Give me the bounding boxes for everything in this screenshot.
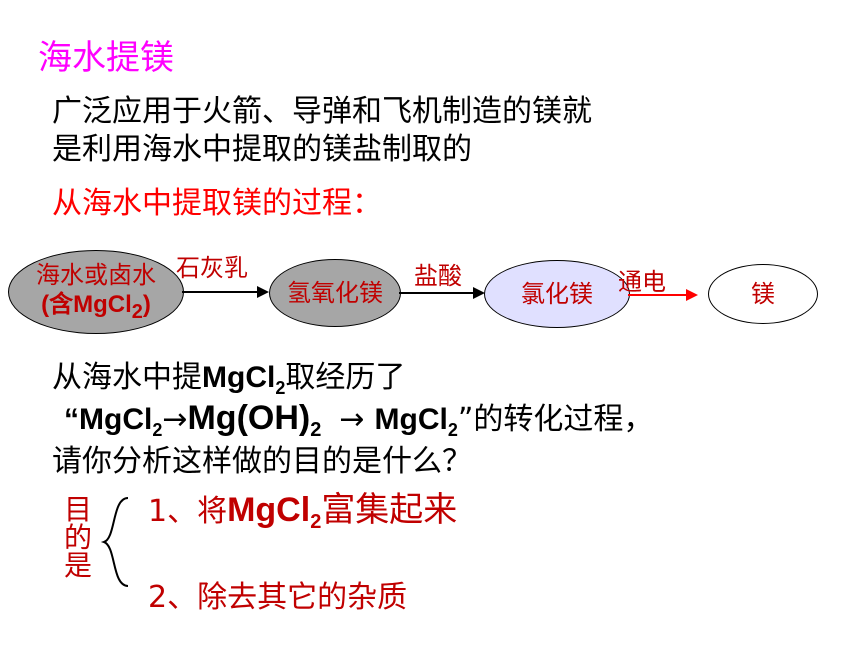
- question-line-1: 从海水中提MgCl2取经历了: [52, 360, 406, 398]
- slide-title: 海水提镁: [38, 38, 174, 78]
- arrow-2: [399, 287, 485, 299]
- curly-brace: [100, 497, 129, 587]
- step-label-hydrochloric-acid: 盐酸: [414, 262, 462, 290]
- goal-label: 目的是: [64, 493, 93, 582]
- goal-item-2: 2、除去其它的杂质: [148, 580, 408, 615]
- intro-line-2: 是利用海水中提取的镁盐制取的: [52, 132, 472, 167]
- arrow-3: [628, 289, 698, 301]
- goal-item-1: 1、将MgCl2富集起来: [148, 490, 458, 533]
- node-magnesium-hydroxide: 氢氧化镁: [269, 259, 401, 327]
- process-heading: 从海水中提取镁的过程：: [52, 186, 382, 221]
- node-seawater-line1: 海水或卤水: [36, 260, 156, 289]
- node-magnesium: 镁: [708, 264, 818, 324]
- question-line-2: “MgCl2→Mg(OH)2→MgCl2”的转化过程，: [64, 399, 654, 441]
- step-label-lime-milk: 石灰乳: [176, 254, 248, 282]
- step-label-electrolysis: 通电: [618, 268, 666, 296]
- intro-line-1: 广泛应用于火箭、导弹和飞机制造的镁就: [52, 94, 592, 129]
- node-seawater: 海水或卤水 (含MgCl2): [8, 250, 184, 334]
- arrow-1: [182, 286, 269, 298]
- question-line-3: 请你分析这样做的目的是什么？: [52, 444, 472, 479]
- node-magnesium-chloride: 氯化镁: [484, 260, 630, 328]
- node-seawater-line2: (含MgCl2): [41, 290, 151, 323]
